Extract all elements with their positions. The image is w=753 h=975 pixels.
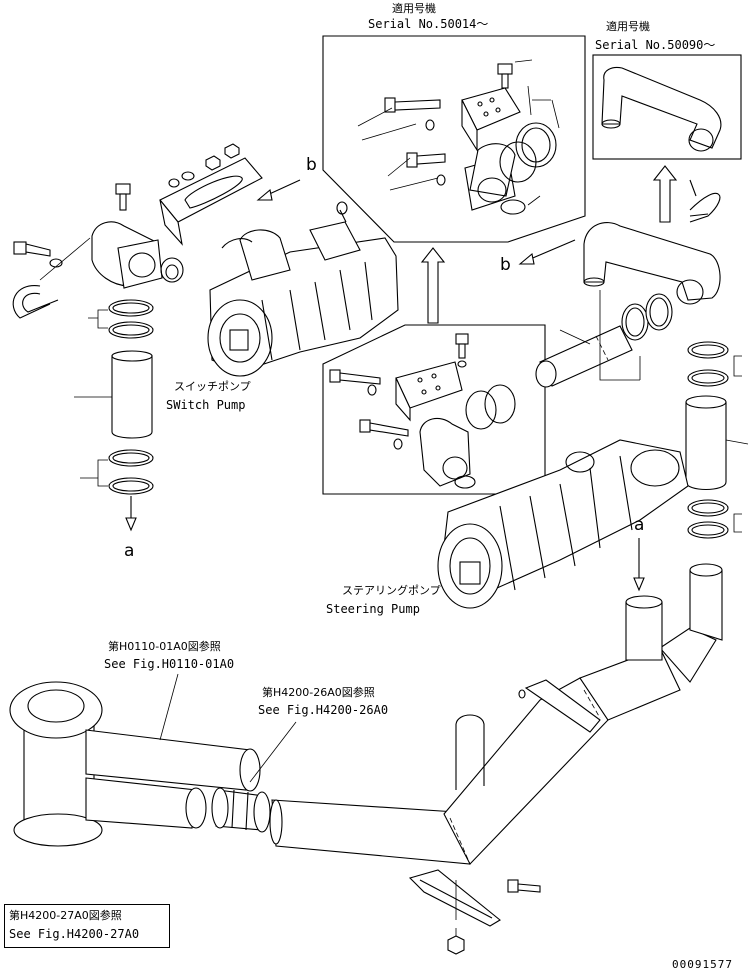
bottom-piping (9, 563, 723, 955)
steering-pump-body (437, 439, 689, 609)
inset-frame-top (322, 35, 586, 243)
arrow-down-a-right (633, 538, 645, 592)
switch-pump-body (165, 201, 399, 377)
arrow-up-icon (420, 247, 446, 324)
switch-pump-parts (12, 143, 263, 532)
leader-h0110 (159, 673, 179, 741)
ref-h4200-26-jp: 第H4200-26A0図参照 (262, 686, 375, 699)
ref-box-h4200-27: 第H4200-27A0図参照 See Fig.H4200-27A0 (4, 904, 170, 948)
arrow-b-left (256, 179, 301, 201)
right-elbow-assembly (535, 179, 749, 539)
ref-h0110-label: See Fig.H0110-01A0 (104, 657, 235, 671)
inset-frame-right (592, 54, 742, 160)
drawing-number: 00091577 (672, 958, 733, 971)
right-serial-label: Serial No.50090～ (595, 38, 716, 52)
ref-h4200-27-label: See Fig.H4200-27A0 (9, 927, 140, 941)
ref-h0110-jp: 第H0110-01A0図参照 (108, 640, 221, 653)
ref-h4200-27-jp: 第H4200-27A0図参照 (9, 909, 122, 922)
steering-pump-label: Steering Pump (326, 602, 420, 616)
leader-h4200-26 (249, 721, 297, 783)
marker-a-left: a (124, 541, 135, 561)
marker-b-right: b (500, 255, 511, 275)
inset-frame-middle (322, 324, 546, 495)
switch-pump-jp: スイッチポンプ (174, 380, 251, 393)
switch-pump-label: SWitch Pump (166, 398, 246, 412)
right-serial-jp: 適用号機 (606, 20, 650, 33)
top-inset-parts (357, 59, 560, 215)
marker-b-left: b (306, 155, 317, 175)
steering-inset-parts (329, 333, 516, 489)
right-inset-elbow (601, 66, 722, 152)
steering-pump-jp: ステアリングポンプ (342, 584, 441, 597)
marker-a-right: a (634, 515, 645, 535)
arrow-up-icon-right (652, 165, 678, 223)
ref-h4200-26-label: See Fig.H4200-26A0 (258, 703, 389, 717)
top-serial-label: Serial No.50014～ (368, 17, 489, 31)
top-serial-jp: 適用号機 (392, 2, 436, 15)
arrow-b-right (518, 239, 576, 265)
